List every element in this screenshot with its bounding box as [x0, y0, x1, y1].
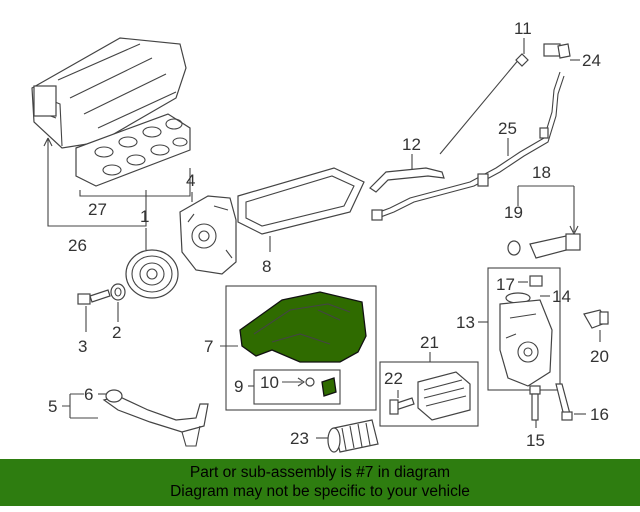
callout-27: 27 — [88, 200, 107, 219]
callout-6: 6 — [84, 385, 93, 404]
callout-5: 5 — [48, 397, 57, 416]
leader-27 — [79, 168, 191, 197]
oil-dipstick[interactable] — [439, 53, 529, 155]
dipstick-tube[interactable] — [102, 395, 209, 447]
oil-pan[interactable] — [239, 291, 367, 363]
callout-7: 7 — [204, 337, 213, 356]
callout-16: 16 — [590, 405, 609, 424]
bolt-15[interactable] — [529, 385, 541, 421]
drain-plug-washer[interactable] — [305, 377, 315, 387]
callout-17: 17 — [496, 275, 515, 294]
timing-cover-box — [487, 267, 561, 391]
callout-9: 9 — [234, 377, 243, 396]
bolt-16[interactable] — [555, 383, 573, 421]
solenoid[interactable] — [529, 233, 581, 259]
oil-cooler-box — [379, 361, 479, 427]
callout-18: 18 — [532, 163, 551, 182]
callout-10: 10 — [260, 373, 279, 392]
callout-2: 2 — [112, 323, 121, 342]
drain-plug[interactable] — [321, 377, 337, 397]
sensor-20[interactable] — [583, 309, 609, 329]
banner-line-2: Diagram may not be specific to your vehi… — [170, 483, 470, 500]
callout-24: 24 — [582, 51, 601, 70]
callout-3: 3 — [78, 337, 87, 356]
drain-plug-box — [253, 369, 341, 405]
oil-filter[interactable] — [327, 419, 379, 453]
callout-8: 8 — [262, 257, 271, 276]
callout-4: 4 — [186, 171, 195, 190]
o-ring-19[interactable] — [507, 240, 521, 256]
engine-parts-diagram: 27 26 4 1 3 2 6 5 — [31, 19, 609, 453]
seal-17[interactable] — [529, 275, 543, 287]
intake-manifold[interactable] — [31, 37, 187, 149]
timing-cover[interactable] — [499, 299, 553, 387]
callout-19: 19 — [504, 203, 523, 222]
info-banner: Part or sub-assembly is #7 in diagram Di… — [0, 459, 640, 506]
oil-pump[interactable] — [179, 195, 237, 275]
callout-11: 11 — [514, 19, 532, 38]
callout-20: 20 — [590, 347, 609, 366]
pulley-bolt[interactable] — [77, 289, 111, 305]
callout-22: 22 — [384, 369, 403, 388]
oil-pan-box — [225, 285, 377, 411]
crankshaft-pulley[interactable] — [125, 249, 179, 299]
callout-15: 15 — [526, 431, 545, 450]
callout-26: 26 — [68, 236, 87, 255]
callout-14: 14 — [552, 287, 571, 306]
callout-13: 13 — [456, 313, 475, 332]
callout-25: 25 — [498, 119, 517, 138]
dipstick-tube-12[interactable] — [369, 167, 445, 193]
oil-pan-gasket[interactable] — [237, 167, 365, 235]
washer[interactable] — [110, 283, 126, 301]
wiring-harness[interactable] — [371, 71, 565, 221]
oil-pressure-sensor[interactable] — [543, 43, 571, 59]
cooler-bolt[interactable] — [389, 397, 415, 415]
o-ring-6[interactable] — [105, 389, 123, 403]
callout-12: 12 — [402, 135, 421, 154]
intake-gasket[interactable] — [75, 113, 191, 187]
callout-23: 23 — [290, 429, 309, 448]
oil-cooler[interactable] — [417, 371, 471, 421]
banner-line-1: Part or sub-assembly is #7 in diagram — [189, 464, 451, 481]
leader-26 — [43, 137, 147, 227]
callout-1: 1 — [140, 207, 149, 226]
callout-21: 21 — [420, 333, 439, 352]
